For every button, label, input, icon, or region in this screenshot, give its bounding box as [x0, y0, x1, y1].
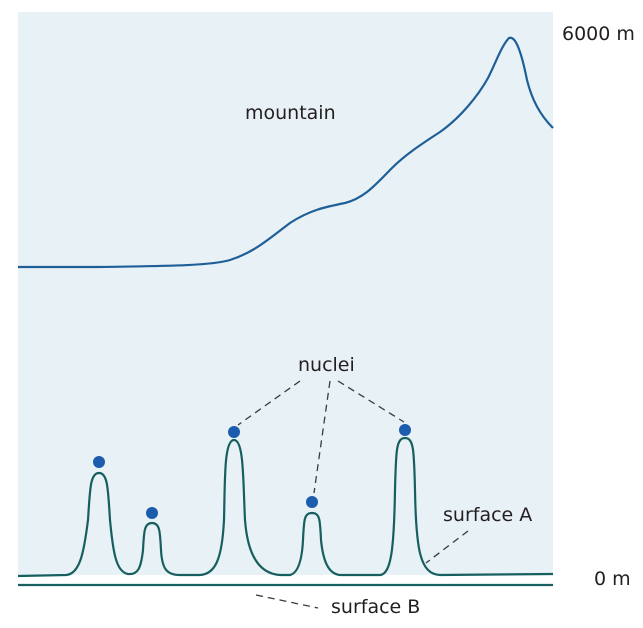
top-height-label: 6000 m: [562, 23, 635, 45]
nucleus-dot-4: [306, 496, 318, 508]
mountain-label: mountain: [245, 102, 336, 124]
nuclei-leader-left: [237, 380, 301, 426]
surface-a-label: surface A: [443, 504, 533, 526]
surface-a-leader: [425, 530, 469, 564]
surface-a-line: [17, 436, 554, 578]
surface-b-label: surface B: [331, 596, 421, 618]
surface-b-leader: [255, 594, 319, 609]
nuclei-leader-right: [337, 380, 405, 423]
nucleus-dot-2: [146, 507, 158, 519]
nucleus-dot-1: [93, 456, 105, 468]
background-panel: [18, 12, 553, 575]
nuclei-leader-lines: [237, 380, 405, 494]
nucleus-dot-3: [228, 426, 240, 438]
nuclei-leader-middle: [313, 380, 331, 494]
mountain-profile: [18, 36, 554, 269]
bottom-height-label: 0 m: [594, 568, 631, 590]
nucleus-dot-5: [399, 424, 411, 436]
nuclei-label: nuclei: [298, 354, 355, 376]
